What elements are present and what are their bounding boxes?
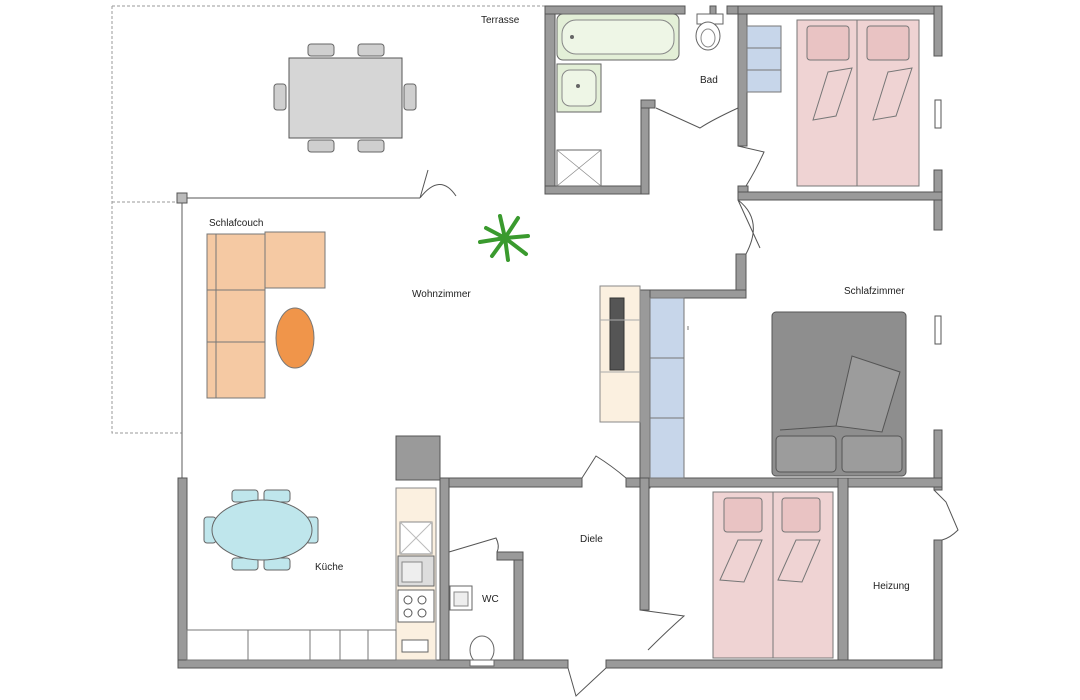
sofa-couch [206,231,326,399]
label-wohnzimmer: Wohnzimmer [412,289,471,300]
label-kueche: Küche [315,562,344,573]
terrace-dining-set [273,43,417,153]
bathroom-fixtures [556,13,724,187]
kitchen-counter [186,487,437,661]
bedroom-schlafzimmer [649,297,907,479]
label-diele: Diele [580,534,603,545]
tv-unit [599,285,641,423]
label-schlafcouch: Schlafcouch [209,218,263,229]
bedroom-top-right [746,19,920,187]
label-wc: WC [482,594,499,605]
wc-fixtures [449,585,495,667]
kitchen-dining-set [203,489,319,571]
label-schlafzimmer: Schlafzimmer [844,286,905,297]
plant-icon [478,214,530,262]
bedroom-lower [712,491,834,659]
doors [419,107,959,697]
label-heizung: Heizung [873,581,910,592]
label-bad: Bad [700,75,718,86]
walls [177,5,943,669]
label-terrasse: Terrasse [481,15,520,26]
